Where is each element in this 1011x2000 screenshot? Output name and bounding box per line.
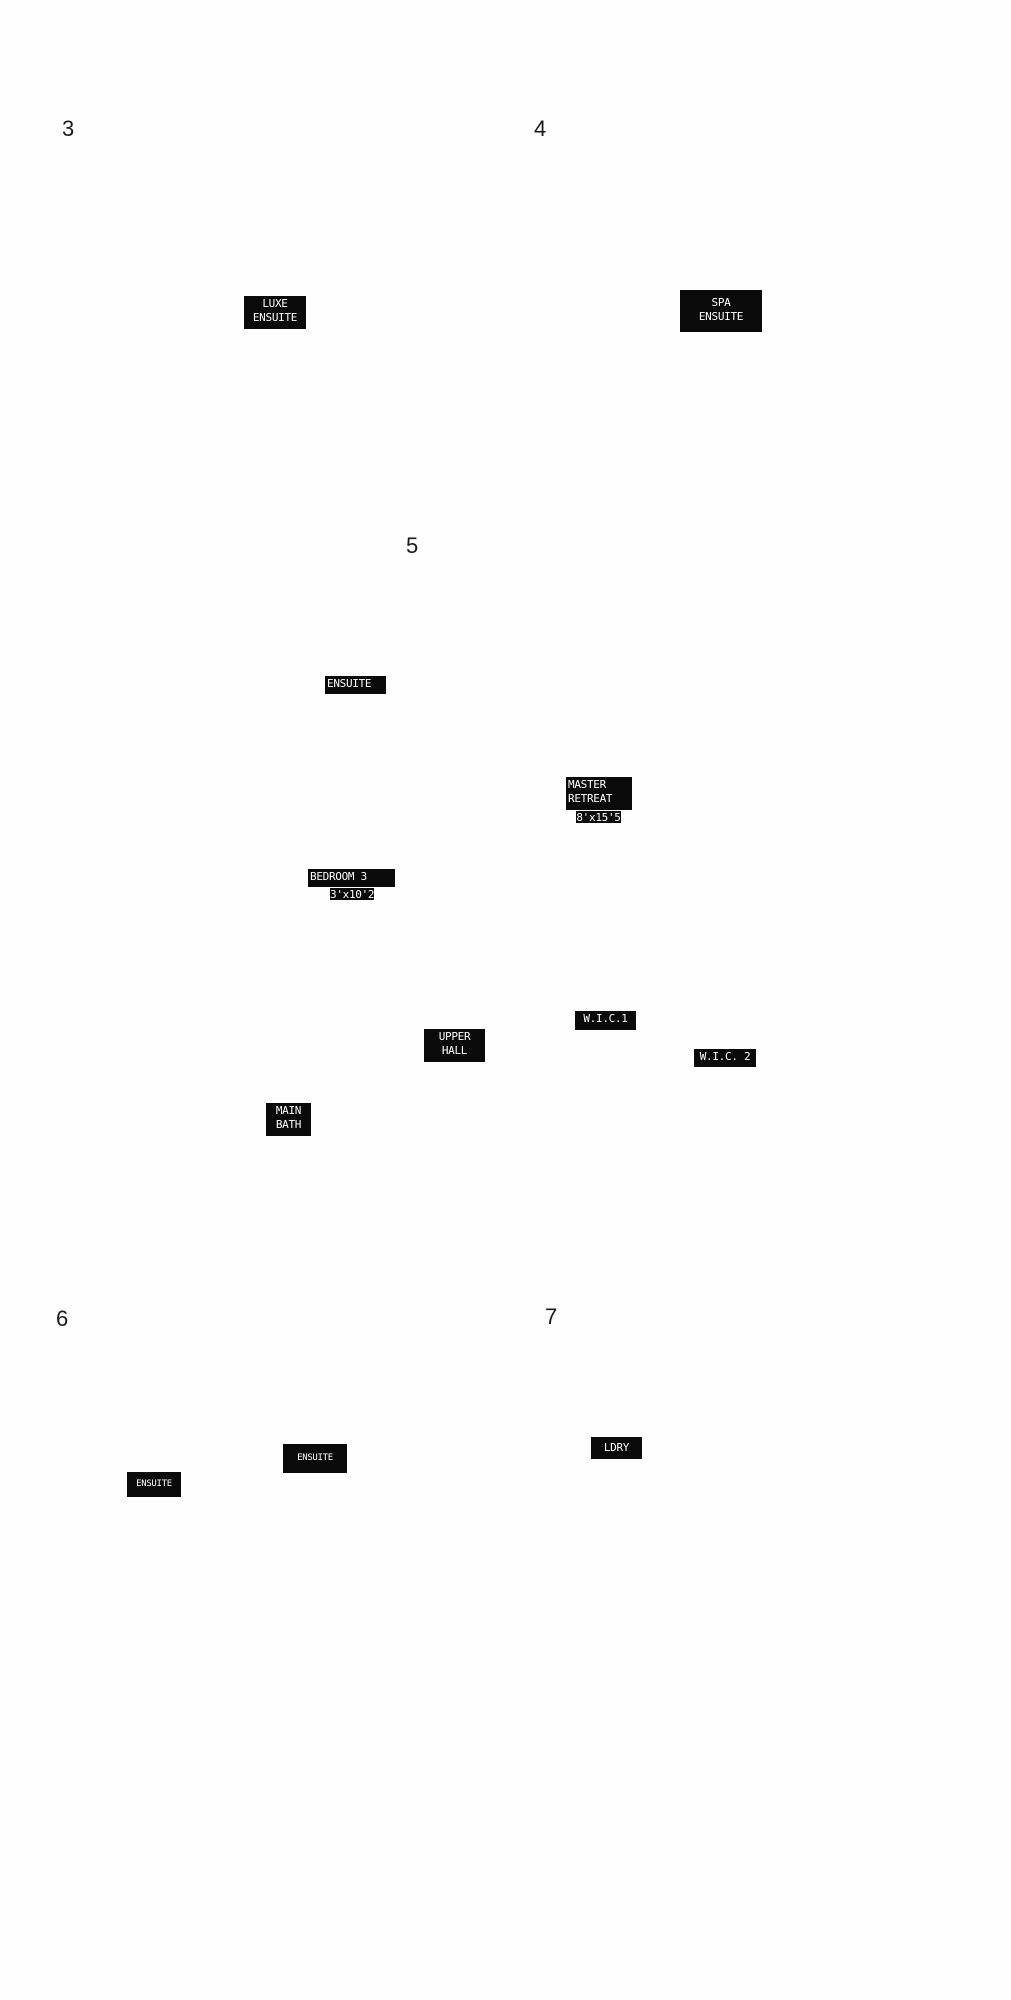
- room-label-ensuite: ENSUITE: [283, 1444, 347, 1473]
- room-label-line: ENSUITE: [698, 310, 744, 323]
- room-label-line: ENSUITE: [327, 677, 372, 690]
- room-label-line: ENSUITE: [252, 311, 298, 324]
- room-label-line: MASTER: [568, 778, 606, 791]
- room-label-line: HALL: [441, 1044, 468, 1057]
- plan-number-6: 6: [56, 1306, 69, 1331]
- room-dimension-master-retreat: 8'x15'5: [576, 811, 621, 824]
- room-label-line: LUXE: [262, 297, 288, 310]
- room-dimension-bedroom-3: 3'x10'2: [330, 888, 375, 901]
- plan-number-4: 4: [534, 116, 547, 141]
- room-label-bedroom-3: BEDROOM 3: [308, 869, 395, 887]
- room-label-line: MAIN: [275, 1104, 302, 1117]
- room-label-wic-2: W.I.C. 2: [694, 1049, 756, 1067]
- room-label-line: ENSUITE: [136, 1479, 172, 1489]
- room-label-master-retreat: MASTER RETREAT: [566, 777, 632, 810]
- plan-number-5: 5: [406, 533, 419, 558]
- room-label-main-bath: MAIN BATH: [266, 1103, 311, 1136]
- room-label-line: W.I.C.1: [583, 1012, 628, 1025]
- plan-number-7: 7: [545, 1304, 558, 1329]
- room-label-luxe-ensuite: LUXE ENSUITE: [244, 296, 306, 329]
- room-label-laundry: LDRY: [591, 1437, 642, 1459]
- room-label-line: SPA: [711, 296, 731, 309]
- room-label-ensuite: ENSUITE: [325, 676, 386, 694]
- room-label-line: BEDROOM 3: [310, 870, 367, 883]
- room-label-line: UPPER: [438, 1030, 471, 1043]
- plan-number-3: 3: [62, 116, 75, 141]
- room-label-line: BATH: [275, 1118, 302, 1131]
- room-label-line: ENSUITE: [297, 1453, 333, 1463]
- room-label-line: LDRY: [603, 1441, 630, 1454]
- room-label-line: W.I.C. 2: [699, 1050, 751, 1063]
- room-label-upper-hall: UPPER HALL: [424, 1029, 485, 1062]
- room-label-spa-ensuite: SPA ENSUITE: [680, 290, 762, 332]
- room-label-line: RETREAT: [568, 792, 613, 805]
- room-label-ensuite: ENSUITE: [127, 1472, 181, 1497]
- room-label-wic-1: W.I.C.1: [575, 1011, 636, 1030]
